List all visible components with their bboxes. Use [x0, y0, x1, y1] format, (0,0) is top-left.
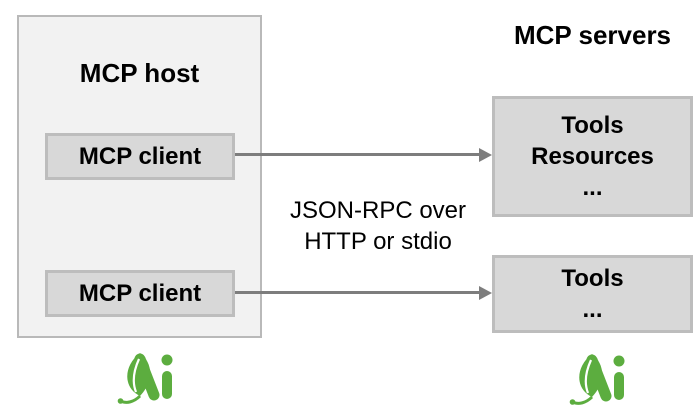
mcp-client-label-1: MCP client — [78, 142, 202, 170]
mcp-client-box-1: MCP client — [45, 133, 235, 180]
connection-protocol-line1: JSON-RPC over — [289, 197, 467, 224]
server1-tools-label: Tools — [561, 112, 624, 139]
connection-protocol-line2: HTTP or stdio — [304, 228, 452, 255]
ai-leaf-logo-icon — [569, 354, 625, 405]
server1-resources-label: Resources — [531, 143, 654, 170]
server1-ellipsis-label: ... — [582, 174, 603, 201]
arrow-client1-to-server1-head — [479, 148, 492, 162]
server2-tools-label: Tools — [561, 265, 624, 292]
arrow-client1-to-server1-line — [235, 153, 480, 156]
arrow-client2-to-server2-line — [235, 291, 480, 294]
mcp-host-title: MCP host — [79, 58, 200, 88]
connection-protocol-label: JSON-RPC over HTTP or stdio — [263, 195, 493, 257]
mcp-servers-title: MCP servers — [513, 20, 672, 50]
mcp-host-box: MCP host MCP client MCP client — [17, 15, 262, 338]
mcp-client-label-2: MCP client — [78, 279, 202, 307]
mcp-server-box-2: Tools ... — [492, 255, 693, 333]
server2-ellipsis-label: ... — [582, 296, 603, 323]
mcp-server-box-1: Tools Resources ... — [492, 96, 693, 217]
arrow-client2-to-server2-head — [479, 286, 492, 300]
ai-leaf-logo-icon — [117, 353, 173, 404]
mcp-client-box-2: MCP client — [45, 270, 235, 317]
